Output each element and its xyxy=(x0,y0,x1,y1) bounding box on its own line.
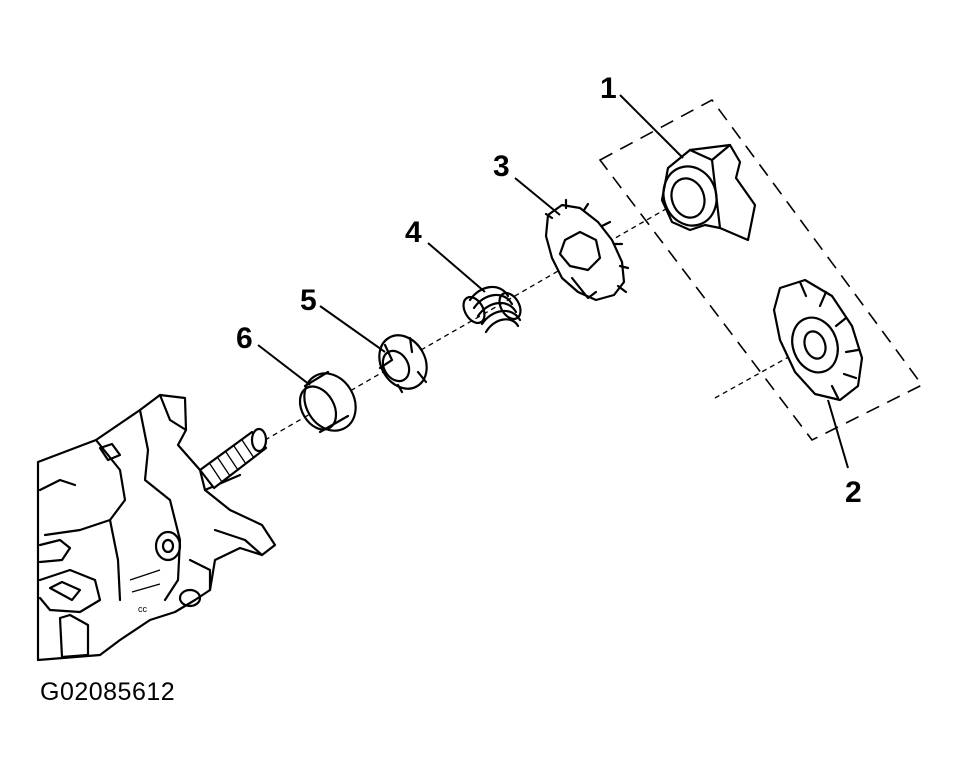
part-5-nut xyxy=(378,334,428,394)
callout-5: 5 xyxy=(300,284,317,317)
housing-assembly: cc xyxy=(36,393,277,662)
part-3-plate xyxy=(544,198,630,302)
part-6-ring xyxy=(298,370,357,434)
part-1-cover xyxy=(660,143,757,242)
leader-3 xyxy=(514,177,561,216)
callout-6: 6 xyxy=(236,322,253,355)
leader-4 xyxy=(427,242,486,293)
figure-code: G02085612 xyxy=(40,678,176,706)
shaft xyxy=(198,427,268,490)
callout-2: 2 xyxy=(845,476,862,509)
callout-1: 1 xyxy=(600,72,617,105)
leader-2 xyxy=(827,399,849,469)
leader-1 xyxy=(619,94,684,159)
group-outline xyxy=(598,98,924,442)
leader-5 xyxy=(319,305,386,353)
callout-4: 4 xyxy=(405,216,422,249)
part-4-spring xyxy=(462,286,522,334)
callout-3: 3 xyxy=(493,150,510,183)
svg-text:cc: cc xyxy=(138,604,148,614)
leader-6 xyxy=(257,344,311,386)
part-2-disc xyxy=(772,278,864,402)
